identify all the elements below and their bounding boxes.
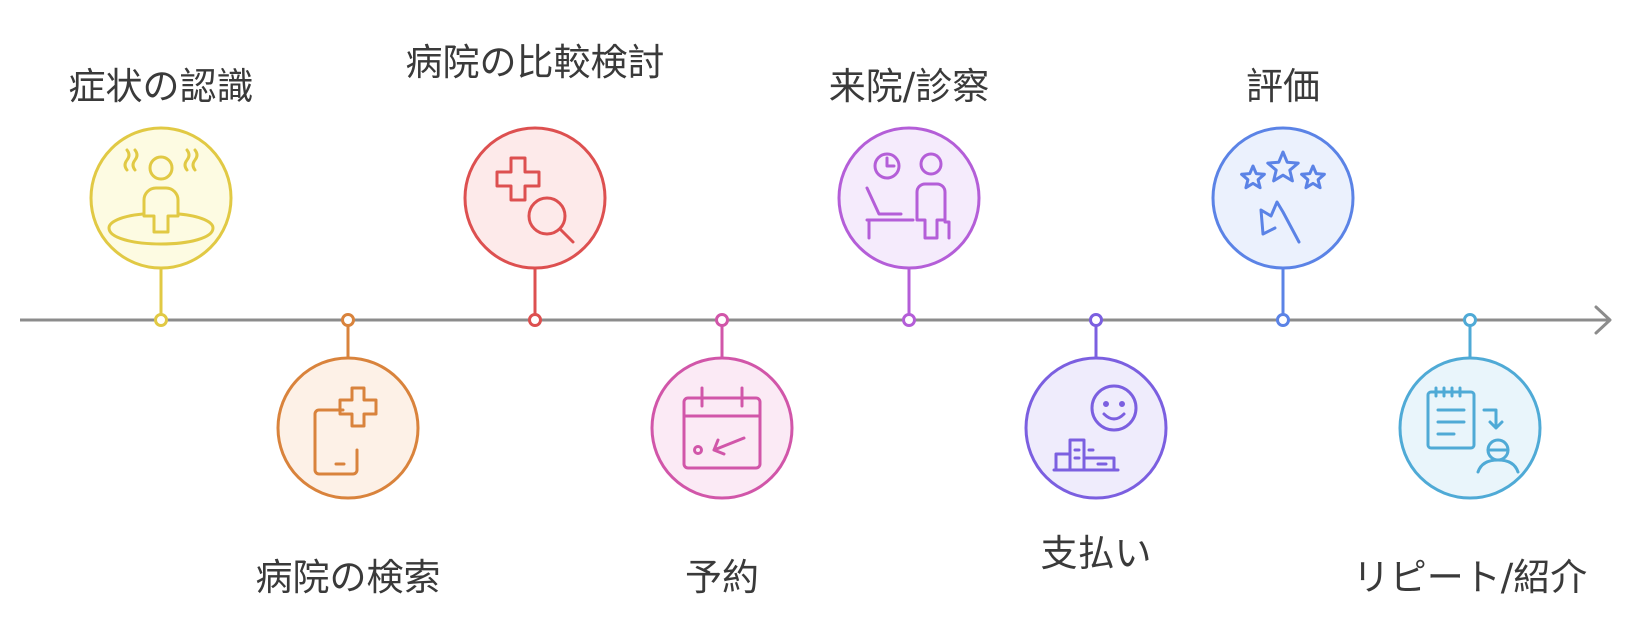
smiling-payment-icon: [1052, 384, 1138, 472]
step-icon-circle: [463, 126, 607, 270]
timeline-step-4: [650, 313, 794, 500]
doctor-patient-consultation-icon: [865, 152, 951, 240]
tablet-medical-cross-icon: [313, 386, 378, 476]
step-icon-circle: [276, 356, 420, 500]
step-label-hospital-comparison: 病院の比較検討: [405, 41, 665, 84]
calendar-booking-icon: [682, 386, 762, 470]
step-label-reservation: 予約: [685, 556, 759, 599]
timeline-step-2: [276, 313, 420, 500]
step-label-visit-consultation: 来院/診察: [828, 65, 990, 108]
step-label-hospital-search: 病院の検索: [255, 556, 441, 599]
timeline-step-3: [463, 126, 607, 327]
step-icon-circle: [1211, 126, 1355, 270]
person-symptoms-icon: [107, 148, 215, 246]
timeline-arrowhead: [1594, 305, 1612, 335]
timeline-step-8: [1398, 313, 1542, 500]
timeline-step-6: [1024, 313, 1168, 500]
step-icon-circle: [89, 126, 233, 270]
step-marker: [1089, 313, 1103, 327]
step-marker: [341, 313, 355, 327]
timeline-step-1: [89, 126, 233, 327]
step-marker: [1276, 313, 1290, 327]
step-label-symptom-recognition: 症状の認識: [68, 65, 254, 108]
star-rating-hand-icon: [1240, 150, 1326, 244]
step-marker: [1463, 313, 1477, 327]
step-icon-circle: [650, 356, 794, 500]
step-marker: [154, 313, 168, 327]
step-marker: [902, 313, 916, 327]
step-label-repeat-referral: リピート/紹介: [1352, 556, 1588, 599]
step-label-payment: 支払い: [1040, 532, 1152, 575]
step-icon-circle: [837, 126, 981, 270]
medical-cross-search-icon: [495, 156, 575, 244]
step-label-evaluation: 評価: [1246, 65, 1320, 108]
step-icon-circle: [1024, 356, 1168, 500]
step-marker: [715, 313, 729, 327]
step-marker: [528, 313, 542, 327]
repeat-referral-icon: [1426, 386, 1520, 474]
step-icon-circle: [1398, 356, 1542, 500]
timeline-step-7: [1211, 126, 1355, 327]
timeline-step-5: [837, 126, 981, 327]
